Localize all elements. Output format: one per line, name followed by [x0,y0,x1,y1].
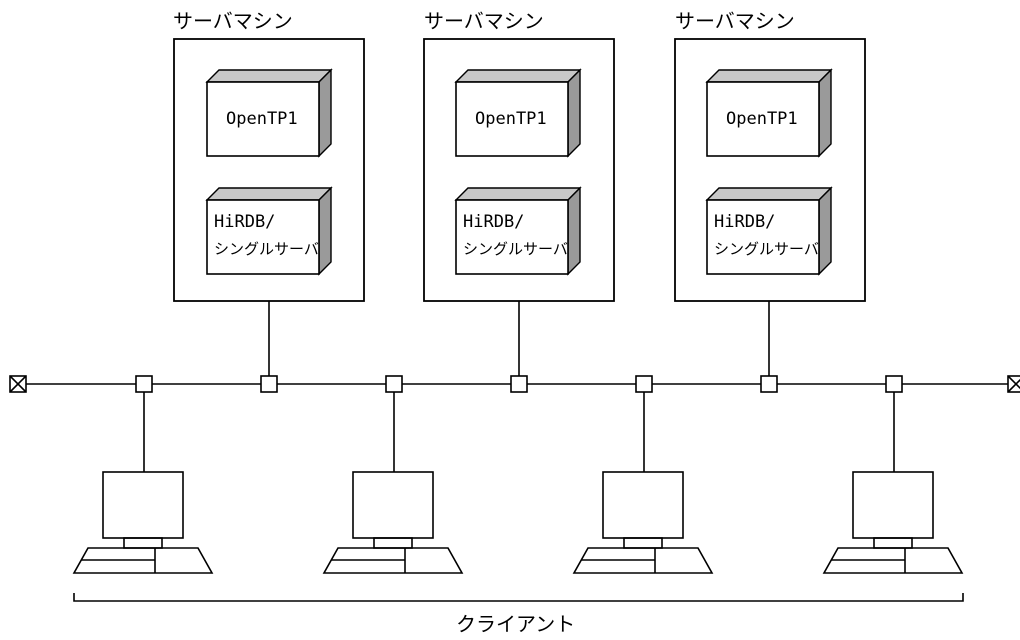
bus-node-server-2 [510,375,528,393]
single-server-label-3: シングルサーバ [714,240,819,258]
monitor-icon [102,471,184,539]
single-server-label-2: シングルサーバ [463,240,568,258]
monitor-icon [852,471,934,539]
client-computer-4 [822,471,964,574]
server-title-3: サーバマシン [675,9,795,33]
keyboard-icon [822,547,964,574]
hirdb-label-1: HiRDB/ [214,212,275,232]
opentp1-label-1: OpenTP1 [226,109,298,129]
server-title-1: サーバマシン [173,9,293,33]
hirdb-label-2: HiRDB/ [463,212,524,232]
bus-node-client-4 [885,375,903,393]
keyboard-icon [72,547,214,574]
client-computer-3 [572,471,714,574]
opentp1-label-2: OpenTP1 [475,109,547,129]
opentp1-box-1: OpenTP1 [205,68,333,158]
server-machine-3: サーバマシン OpenTP1 HiRDB/ シングルサーバ [674,9,866,302]
server-title-2: サーバマシン [424,9,544,33]
opentp1-label-3: OpenTP1 [726,109,798,129]
hirdb-label-3: HiRDB/ [714,212,775,232]
hirdb-box-3: HiRDB/ シングルサーバ [705,186,833,276]
keyboard-icon [322,547,464,574]
opentp1-box-3: OpenTP1 [705,68,833,158]
keyboard-icon [572,547,714,574]
opentp1-box-2: OpenTP1 [454,68,582,158]
bus-node-client-2 [385,375,403,393]
server-machine-1: サーバマシン OpenTP1 HiRDB/ シングルサーバ [173,9,365,302]
client-computer-1 [72,471,214,574]
single-server-label-1: シングルサーバ [214,240,319,258]
bus-node-client-1 [135,375,153,393]
clients-bracket [73,593,964,602]
hirdb-box-2: HiRDB/ シングルサーバ [454,186,582,276]
monitor-icon [352,471,434,539]
bus-terminator-left [9,375,27,393]
hirdb-box-1: HiRDB/ シングルサーバ [205,186,333,276]
clients-label: クライアント [456,612,575,636]
bus-terminator-right [1007,375,1020,393]
monitor-icon [602,471,684,539]
bus-node-client-3 [635,375,653,393]
bus-node-server-1 [260,375,278,393]
server-machine-2: サーバマシン OpenTP1 HiRDB/ シングルサーバ [423,9,615,302]
client-computer-2 [322,471,464,574]
bus-node-server-3 [760,375,778,393]
